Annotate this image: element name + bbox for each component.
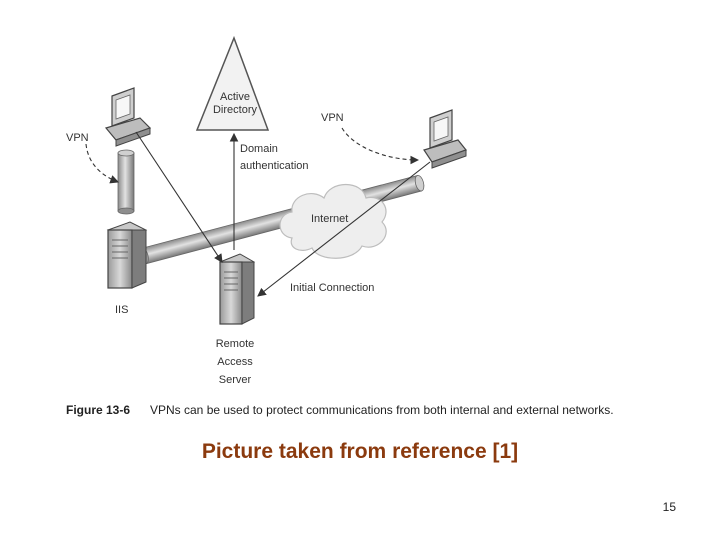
remote-access-server-icon — [218, 253, 256, 325]
reference-caption: Picture taken from reference [1] — [201, 440, 519, 463]
remote-access-server-label-line1: Remote — [216, 338, 255, 350]
domain-auth-label-line1: Domain — [240, 143, 278, 155]
vpn-right-label: VPN — [321, 112, 344, 124]
workstation-right-icon — [423, 109, 467, 169]
vpn-right-arrow — [341, 127, 420, 165]
page-number: 15 — [662, 500, 676, 514]
remote-access-server-label-line2: Access — [217, 356, 253, 368]
remote-access-server-label-line3: Server — [219, 374, 252, 386]
internet-cloud: Internet — [279, 184, 387, 259]
connector-lines — [135, 131, 431, 297]
iis-server-icon — [106, 221, 148, 289]
vpn-dashed-arrows — [85, 127, 420, 184]
active-directory-node: Active Directory — [195, 35, 270, 131]
domain-auth-label-line2: authentication — [240, 160, 309, 172]
workstation-left-icon — [104, 87, 152, 147]
active-directory-label-line1: Active — [220, 91, 250, 103]
active-directory-label-line2: Directory — [213, 104, 258, 116]
vpn-tube-left — [117, 149, 135, 215]
vpn-left-label: VPN — [66, 132, 89, 144]
internet-label: Internet — [311, 213, 348, 225]
left-client-to-ras-arrow — [135, 131, 223, 263]
vpn-diagram: Active Directory Internet — [66, 35, 614, 417]
figure-caption-text: VPNs can be used to protect communicatio… — [150, 403, 614, 417]
initial-connection-arrow — [257, 161, 431, 297]
figure-number: Figure 13-6 — [66, 403, 130, 417]
vpn-left-arrow — [85, 143, 120, 184]
iis-label: IIS — [115, 304, 128, 316]
initial-connection-label: Initial Connection — [290, 282, 374, 294]
